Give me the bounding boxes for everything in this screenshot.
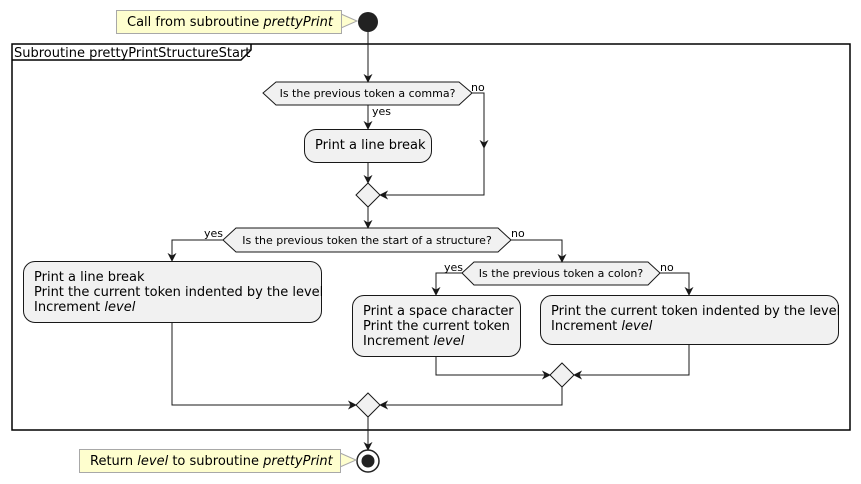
- action-colon-yes-line3-em: level: [433, 334, 465, 349]
- action-colon-yes: Print a space character Print the curren…: [352, 295, 521, 357]
- start-node: [358, 12, 378, 32]
- decision-colon-text: Is the previous token a colon?: [478, 267, 644, 280]
- subroutine-frame: [11, 43, 851, 431]
- action-colon-no-line1: Print the current token indented by the …: [551, 304, 841, 319]
- action-colon-yes-line3-prefix: Increment: [363, 334, 434, 349]
- start-note: Call from subroutine prettyPrint: [116, 10, 342, 34]
- action-colon-no-line2-prefix: Increment: [551, 319, 622, 334]
- label-structure-yes: yes: [204, 227, 224, 240]
- action-colon-yes-line1: Print a space character: [363, 304, 514, 319]
- action-colon-no: Print the current token indented by the …: [540, 295, 841, 345]
- end-note-text-prefix: Return: [90, 454, 138, 469]
- edge-indent-to-merge: [573, 345, 690, 380]
- end-node-inner: [361, 454, 375, 468]
- action-print-line-break: Print a line break: [304, 129, 432, 163]
- edge-colon-no: [660, 272, 694, 296]
- end-note-pointer: [339, 452, 358, 468]
- start-note-emphasis: prettyPrint: [263, 15, 334, 30]
- decision-structure-text: Is the previous token the start of a str…: [242, 234, 492, 247]
- label-comma-yes: yes: [372, 105, 392, 118]
- action-print-line-break-text: Print a line break: [315, 138, 426, 153]
- edge-colon-yes: [431, 272, 462, 296]
- edge-space-to-merge: [435, 357, 551, 380]
- end-note-emphasis-level: level: [137, 454, 169, 469]
- frame-title: Subroutine prettyPrintStructureStart: [14, 46, 251, 61]
- action-colon-yes-line2: Print the current token: [363, 319, 510, 334]
- start-note-text: Call from subroutine: [127, 15, 264, 30]
- label-structure-no: no: [511, 227, 525, 240]
- merge-colon: [549, 362, 575, 388]
- action-colon-no-line2-em: level: [621, 319, 653, 334]
- edge-structure-no: [511, 239, 567, 263]
- decision-comma-text: Is the previous token a comma?: [279, 87, 456, 100]
- edge-structure-yes: [167, 239, 223, 262]
- start-note-pointer: [340, 13, 359, 29]
- action-structure-yes-line3-em: level: [104, 300, 136, 315]
- end-note-emphasis-subroutine: prettyPrint: [263, 454, 333, 469]
- action-structure-yes: Print a line break Print the current tok…: [23, 261, 324, 323]
- edge-comma-no-to-merge: [379, 148, 485, 200]
- edge-linebreak-block-to-merge: [171, 323, 357, 410]
- end-note-text-mid: to subroutine: [168, 454, 264, 469]
- action-colon-yes-line3: Increment level: [363, 334, 510, 349]
- action-structure-yes-line2: Print the current token indented by the …: [34, 285, 324, 300]
- edge-colon-merge-to-structure-merge: [379, 387, 563, 410]
- action-structure-yes-line3: Increment level: [34, 300, 311, 315]
- label-colon-yes: yes: [444, 261, 464, 274]
- action-structure-yes-line3-prefix: Increment: [34, 300, 105, 315]
- end-note: Return level to subroutine prettyPrint: [79, 449, 341, 473]
- merge-comma: [355, 182, 381, 208]
- action-colon-no-line2: Increment level: [551, 319, 828, 334]
- label-colon-no: no: [660, 261, 674, 274]
- label-comma-no: no: [471, 81, 485, 94]
- edge-comma-no: [472, 92, 489, 149]
- merge-structure: [355, 392, 381, 418]
- action-structure-yes-line1: Print a line break: [34, 270, 145, 285]
- frame-title-tab: [12, 44, 252, 61]
